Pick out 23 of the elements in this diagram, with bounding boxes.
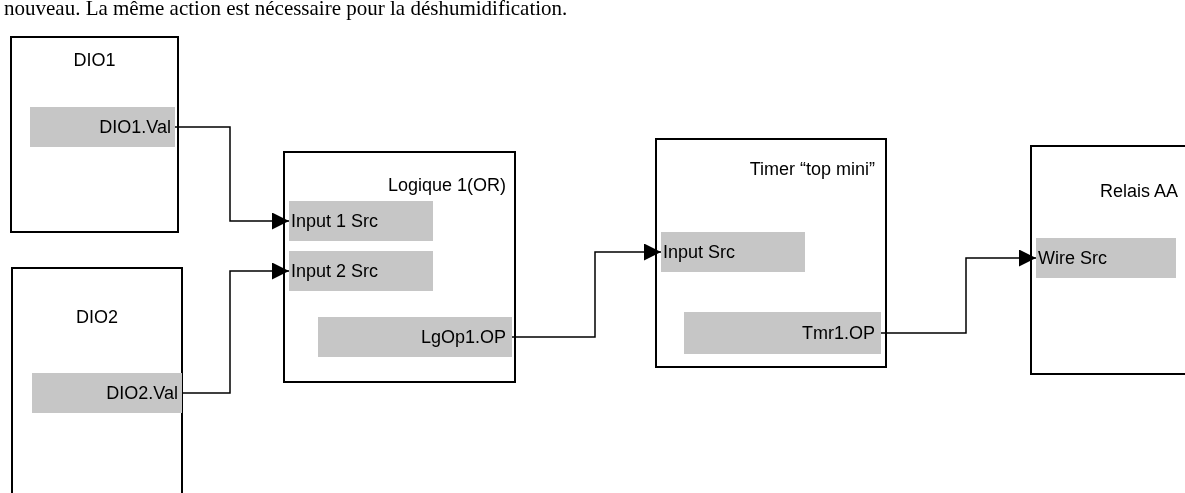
function-block — [11, 267, 183, 493]
connector-arrow — [511, 243, 662, 338]
function-block — [655, 138, 887, 368]
parameter-field: Input 2 Src — [289, 251, 433, 291]
connector-arrow — [174, 126, 290, 230]
function-block — [1030, 145, 1185, 375]
block-title: DIO1 — [72, 50, 117, 71]
connector-arrow — [181, 262, 290, 394]
function-block — [10, 36, 179, 233]
block-title: DIO2 — [75, 307, 119, 328]
block-title: Logique 1(OR) — [386, 175, 506, 196]
parameter-field: Input Src — [661, 232, 805, 272]
parameter-field: Wire Src — [1036, 238, 1176, 278]
body-text: nouveau. La même action est nécessaire pour la déshumidification. — [4, 0, 568, 21]
connector-arrow — [880, 249, 1037, 334]
block-title: Relais AA — [1098, 181, 1178, 202]
parameter-field: DIO1.Val — [30, 107, 175, 147]
parameter-field: Input 1 Src — [289, 201, 433, 241]
function-block — [283, 151, 516, 383]
parameter-field: DIO2.Val — [32, 373, 182, 413]
parameter-field: LgOp1.OP — [318, 317, 512, 357]
parameter-field: Tmr1.OP — [684, 312, 881, 354]
block-title: Timer “top mini” — [748, 159, 875, 180]
